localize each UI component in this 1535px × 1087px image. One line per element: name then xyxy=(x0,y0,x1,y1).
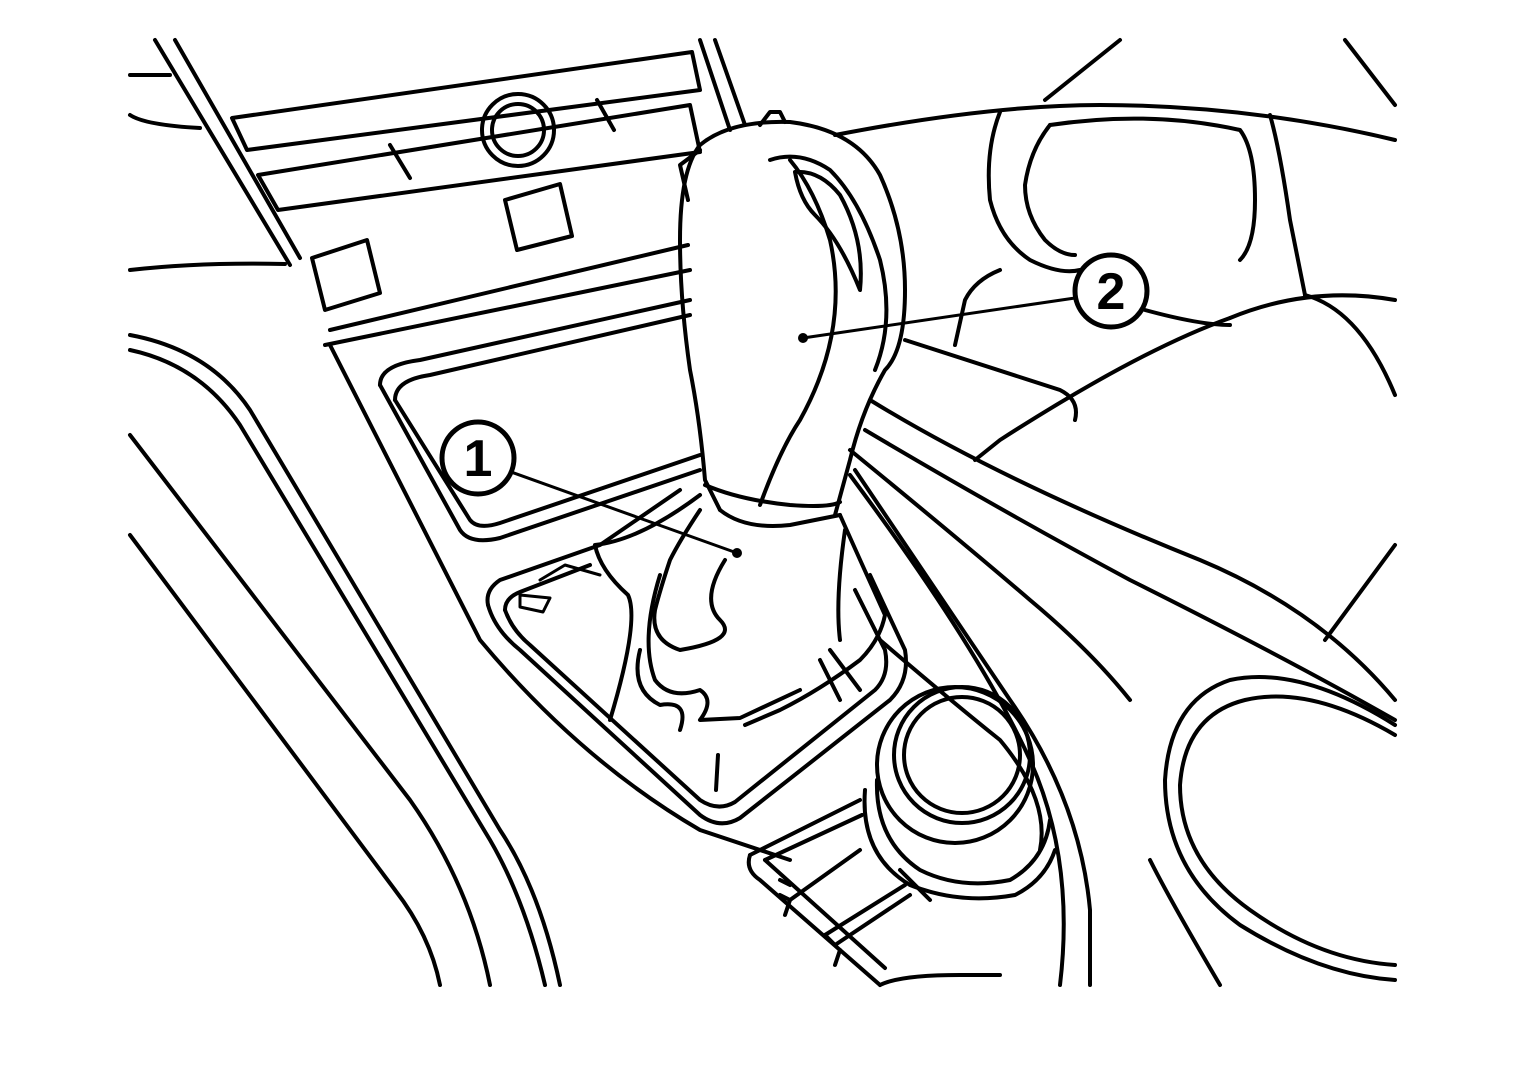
dashboard-trim xyxy=(128,38,302,272)
console-button-left xyxy=(310,238,382,312)
callout-2-label: 2 xyxy=(1097,263,1126,321)
callout-1-dot xyxy=(732,548,742,558)
callout-2-dot xyxy=(798,333,808,343)
shifter-bezel xyxy=(485,488,908,826)
callout-2-circle xyxy=(1072,252,1150,330)
console-side xyxy=(128,333,792,987)
callout-2: 2 xyxy=(798,252,1150,343)
storage-tray xyxy=(378,298,702,543)
console-button-right xyxy=(503,182,574,252)
callout-1-leader xyxy=(499,466,738,555)
callout-2-leader xyxy=(802,296,1076,340)
callout-1-label: 1 xyxy=(464,430,493,488)
callout-1: 1 xyxy=(439,419,742,558)
lower-controls xyxy=(746,798,1002,987)
passenger-side xyxy=(833,38,1397,987)
callout-1-circle xyxy=(439,419,517,497)
shift-knob xyxy=(678,110,907,517)
controller-knob xyxy=(862,685,1057,901)
shift-boot xyxy=(593,493,887,792)
center-console-stack xyxy=(230,38,747,347)
